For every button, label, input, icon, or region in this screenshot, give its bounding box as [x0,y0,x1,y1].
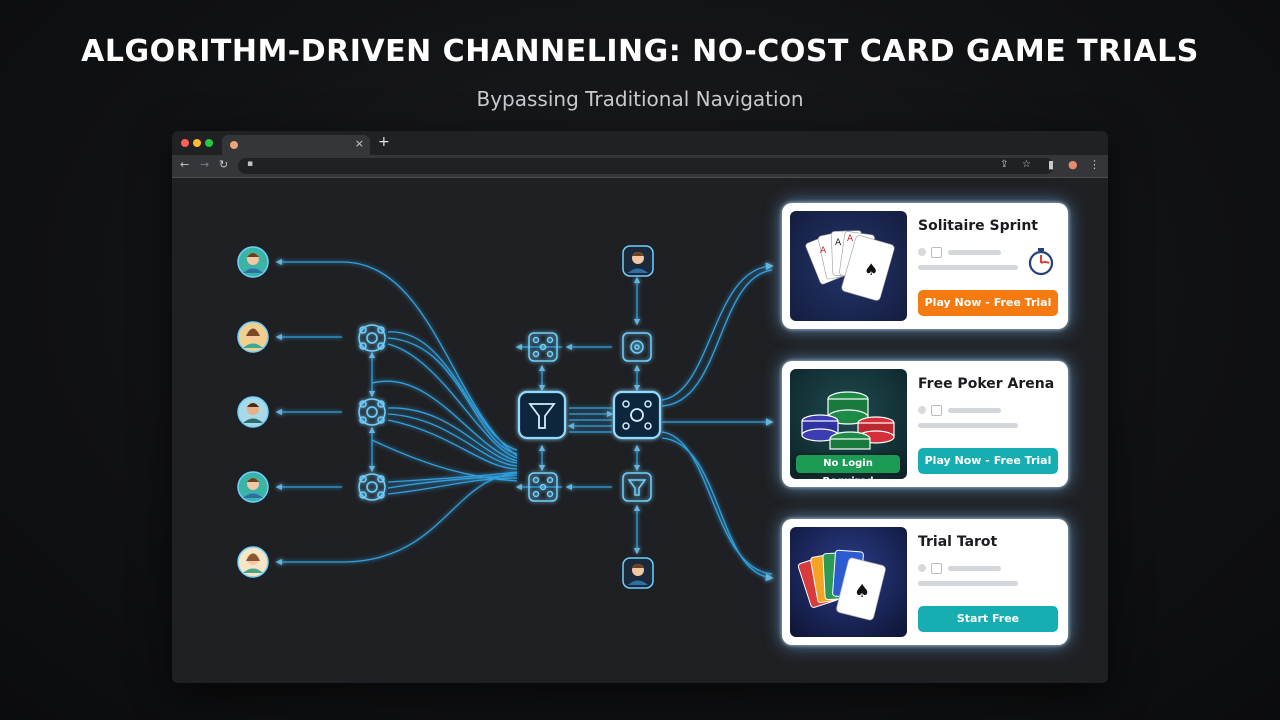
start-free-button[interactable]: Start Free [918,606,1058,632]
new-tab-button[interactable]: + [378,134,390,150]
tarot-thumbnail: ♠ [790,527,907,637]
tab-bar: × + [172,131,1108,155]
gear-icon [622,332,652,362]
placeholder-dot [918,564,926,572]
minimize-window-button[interactable] [193,139,201,147]
user-avatar [237,321,269,353]
play-now-button[interactable]: Play Now - Free Trial [918,290,1058,316]
placeholder-dot [918,248,926,256]
game-title: Solitaire Sprint [918,218,1038,234]
placeholder-line [918,265,1018,270]
poker-thumbnail: No Login Required [790,369,907,479]
forward-icon[interactable]: → [200,158,210,171]
game-title: Free Poker Arena [918,376,1055,392]
placeholder-dot [918,406,926,414]
svg-text:A: A [820,246,827,256]
placeholder-line [948,250,1001,255]
no-login-badge: No Login Required [796,455,900,479]
funnel-icon [622,472,652,502]
placeholder-line [918,581,1018,586]
lock-icon: ▪ [247,159,254,169]
game-card-poker[interactable]: No Login Required Free Poker Arena Play … [782,361,1068,487]
page-title: ALGORITHM-DRIVEN CHANNELING: NO-COST CAR… [81,34,1199,69]
reload-icon[interactable]: ↻ [219,158,229,171]
cluster-node-icon [612,390,662,440]
data-flow-lines [275,258,774,582]
sidebar-icon[interactable]: ▮ [1048,158,1055,171]
page-subtitle: Bypassing Traditional Navigation [476,87,804,111]
svg-text:♠: ♠ [864,260,878,279]
profile-icon[interactable]: ● [1068,158,1078,171]
back-icon[interactable]: ← [180,158,190,171]
network-node-icon [358,473,386,501]
game-title: Trial Tarot [918,534,998,550]
game-card-tarot[interactable]: ♠ Trial Tarot Start Free [782,519,1068,645]
placeholder-line [948,566,1001,571]
placeholder-checkbox [931,247,942,258]
svg-text:A: A [835,238,842,248]
browser-toolbar: ← → ↻ ▪ ⇪ ☆ ▮ ● ⋮ [172,155,1108,178]
star-icon[interactable]: ☆ [1022,159,1031,170]
maximize-window-button[interactable] [205,139,213,147]
menu-icon[interactable]: ⋮ [1089,158,1100,171]
game-card-solitaire[interactable]: ♠ A A A Solitaire Sprint Play Now - Free… [782,203,1068,329]
network-node-icon [358,398,386,426]
user-avatar [622,557,654,589]
placeholder-line [918,423,1018,428]
placeholder-checkbox [931,405,942,416]
browser-window: × + ← → ↻ ▪ ⇪ ☆ ▮ ● ⋮ [172,131,1108,683]
user-avatar [622,245,654,277]
browser-tab[interactable]: × [222,135,370,155]
routing-diagram [237,245,774,589]
placeholder-line [948,408,1001,413]
user-avatar [237,471,269,503]
play-now-button[interactable]: Play Now - Free Trial [918,448,1058,474]
address-bar[interactable]: ▪ ⇪ ☆ [238,158,1054,174]
network-node-icon [358,324,386,352]
user-avatar [237,246,269,278]
funnel-icon [517,390,567,440]
placeholder-checkbox [931,563,942,574]
cluster-node-icon [528,332,558,362]
page-content: ♠ A A A Solitaire Sprint Play Now - Free… [172,178,1108,683]
cluster-node-icon [528,472,558,502]
user-avatar [237,396,269,428]
svg-text:♠: ♠ [854,581,870,602]
tab-close-icon[interactable]: × [354,137,364,150]
share-icon[interactable]: ⇪ [1000,159,1009,170]
svg-text:A: A [847,234,854,244]
solitaire-thumbnail: ♠ A A A [790,211,907,321]
user-avatar [237,546,269,578]
close-window-button[interactable] [181,139,189,147]
stopwatch-icon [1028,248,1054,276]
tab-favicon-icon [230,141,238,149]
